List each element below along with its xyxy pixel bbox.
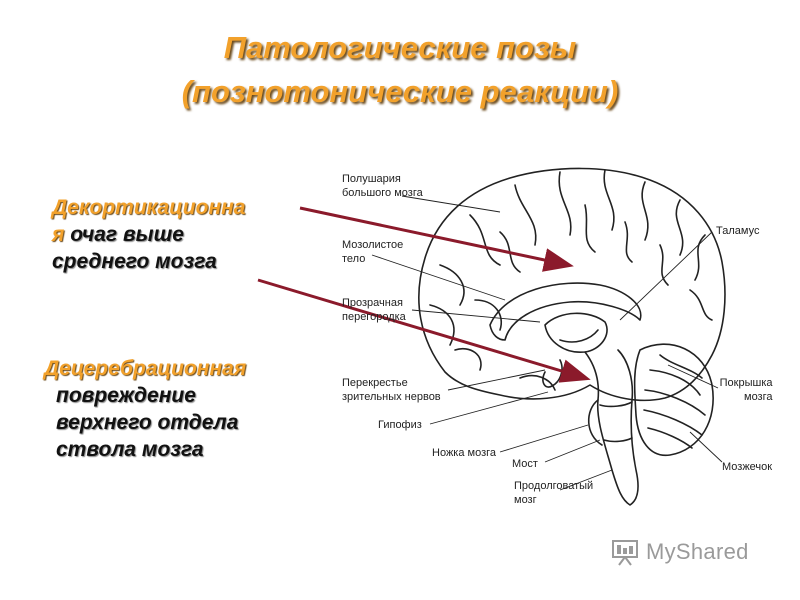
label-cerebral-peduncle: Ножка мозга xyxy=(432,447,497,459)
decortication-title-end: я xyxy=(52,223,65,246)
title-line-2: (познотонические реакции) xyxy=(181,74,619,109)
corpus-callosum xyxy=(489,282,642,341)
myshared-logo: MyShared xyxy=(610,536,749,568)
title-line-1: Патологические позы xyxy=(223,30,577,65)
decortication-block: Декортикационна я очаг выше среднего моз… xyxy=(52,194,246,275)
arrow-decortication xyxy=(299,206,574,272)
decerebration-desc-1: повреждение xyxy=(56,384,196,407)
decortication-desc-2: среднего мозга xyxy=(52,250,217,273)
presentation-icon xyxy=(612,540,638,566)
decortication-title: Декортикационна xyxy=(52,196,246,219)
label-pituitary: Гипофиз xyxy=(378,419,422,431)
decerebration-block: Децеребрационная повреждение верхнего от… xyxy=(44,355,246,463)
label-cerebellum: Мозжечок xyxy=(722,461,773,473)
brain-outline xyxy=(418,167,726,402)
cerebellum xyxy=(633,343,714,457)
logo-text: MyShared xyxy=(646,539,749,564)
decerebration-desc-3: ствола мозга xyxy=(56,438,204,461)
arrow-decerebration xyxy=(257,278,591,383)
decerebration-title: Децеребрационная xyxy=(44,357,247,380)
decerebration-desc-2: верхнего отдела xyxy=(56,411,239,434)
decortication-desc-1: очаг выше xyxy=(64,223,184,246)
label-pons: Мост xyxy=(512,458,538,470)
decortication-line-2: я очаг выше xyxy=(52,221,246,248)
label-thalamus: Таламус xyxy=(716,225,760,237)
